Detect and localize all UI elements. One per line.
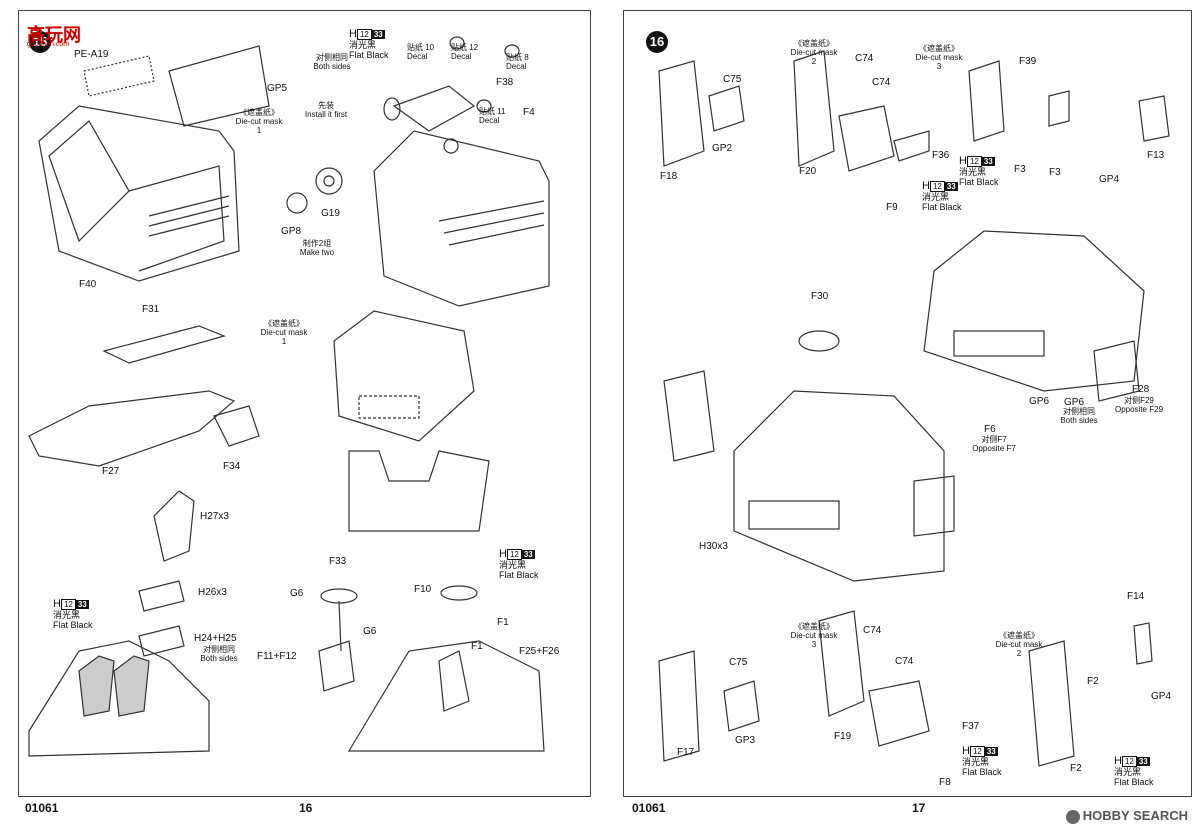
part-label-gp4-a: GP4 xyxy=(1099,174,1120,185)
part-label-h27: H27x3 xyxy=(200,511,229,522)
kit-code: 01061 xyxy=(25,801,59,815)
part-label-g6-a: G6 xyxy=(290,588,304,599)
part-label-gp2: GP2 xyxy=(712,143,733,154)
part-label-c74-b: C74 xyxy=(872,77,891,88)
part-label-f30: F30 xyxy=(811,291,829,302)
part-label-g19: G19 xyxy=(321,208,340,219)
part-label-c75-a: C75 xyxy=(723,74,742,85)
part-label-gp3: GP3 xyxy=(735,735,756,746)
part-label-c74-a: C74 xyxy=(855,53,874,64)
part-label-f28: F28 xyxy=(1132,384,1150,395)
instruction-page-left: 15 高玩网 gaoshan.com PE-A19 GP5 F40 GP8 G1… xyxy=(18,10,591,815)
part-label-gp8: GP8 xyxy=(281,226,302,237)
part-label-gp6-b: GP6 xyxy=(1064,397,1085,408)
step-15-line-art xyxy=(28,36,550,757)
part-label-f3-b: F3 xyxy=(1049,167,1061,178)
part-label-f39: F39 xyxy=(1019,56,1037,67)
part-label-f14: F14 xyxy=(1127,591,1145,602)
page-number: 16 xyxy=(299,801,313,815)
part-label-f19: F19 xyxy=(834,731,852,742)
step-number-badge: 16 xyxy=(646,31,668,53)
page-number: 17 xyxy=(912,801,926,815)
part-label-f34: F34 xyxy=(223,461,241,472)
part-label-f40: F40 xyxy=(79,279,97,290)
part-label-f2-a: F2 xyxy=(1087,676,1099,687)
part-label-f31: F31 xyxy=(142,304,160,315)
part-label-f6: F6 xyxy=(984,424,996,435)
part-label-f27: F27 xyxy=(102,466,120,477)
part-label-c74-d: C74 xyxy=(895,656,914,667)
part-label-f20: F20 xyxy=(799,166,817,177)
step-number-badge: 15 xyxy=(29,31,51,53)
part-label-f9: F9 xyxy=(886,202,898,213)
part-label-f11-f12: F11+F12 xyxy=(257,651,297,662)
part-label-f33: F33 xyxy=(329,556,347,567)
step-16-line-art xyxy=(658,50,1170,767)
part-label-f37: F37 xyxy=(962,721,980,732)
site-logo: 高玩网 xyxy=(27,25,81,45)
part-label-h30: H30x3 xyxy=(699,541,728,552)
part-label-c75-b: C75 xyxy=(729,657,748,668)
hobby-search-watermark: HOBBY SEARCH xyxy=(1065,808,1188,824)
part-label-f36: F36 xyxy=(932,150,950,161)
part-label-f25-f26: F25+F26 xyxy=(519,646,560,657)
part-label-f3-a: F3 xyxy=(1014,164,1026,175)
hobby-search-logo-icon xyxy=(1065,810,1080,824)
part-label-f38: F38 xyxy=(496,77,514,88)
part-label-gp6-a: GP6 xyxy=(1029,396,1050,407)
part-label-f10: F10 xyxy=(414,584,432,595)
part-label-pe-a19: PE-A19 xyxy=(74,49,109,60)
part-label-c74-c: C74 xyxy=(863,625,882,636)
part-label-f17: F17 xyxy=(677,747,695,758)
part-label-gp5: GP5 xyxy=(267,83,288,94)
part-label-f8: F8 xyxy=(939,777,951,788)
part-label-f13: F13 xyxy=(1147,150,1165,161)
part-label-h24: H24+H25 xyxy=(194,633,237,644)
part-label-f18: F18 xyxy=(660,171,678,182)
part-label-f2-b: F2 xyxy=(1070,763,1082,774)
part-label-gp4-b: GP4 xyxy=(1151,691,1172,702)
part-label-f1-b: F1 xyxy=(471,641,483,652)
part-label-f4: F4 xyxy=(523,107,535,118)
part-label-f1-a: F1 xyxy=(497,617,509,628)
site-url: gaoshan.com xyxy=(27,41,70,48)
part-label-h26: H26x3 xyxy=(198,587,227,598)
kit-code: 01061 xyxy=(632,801,666,815)
part-label-g6-b: G6 xyxy=(363,626,377,637)
